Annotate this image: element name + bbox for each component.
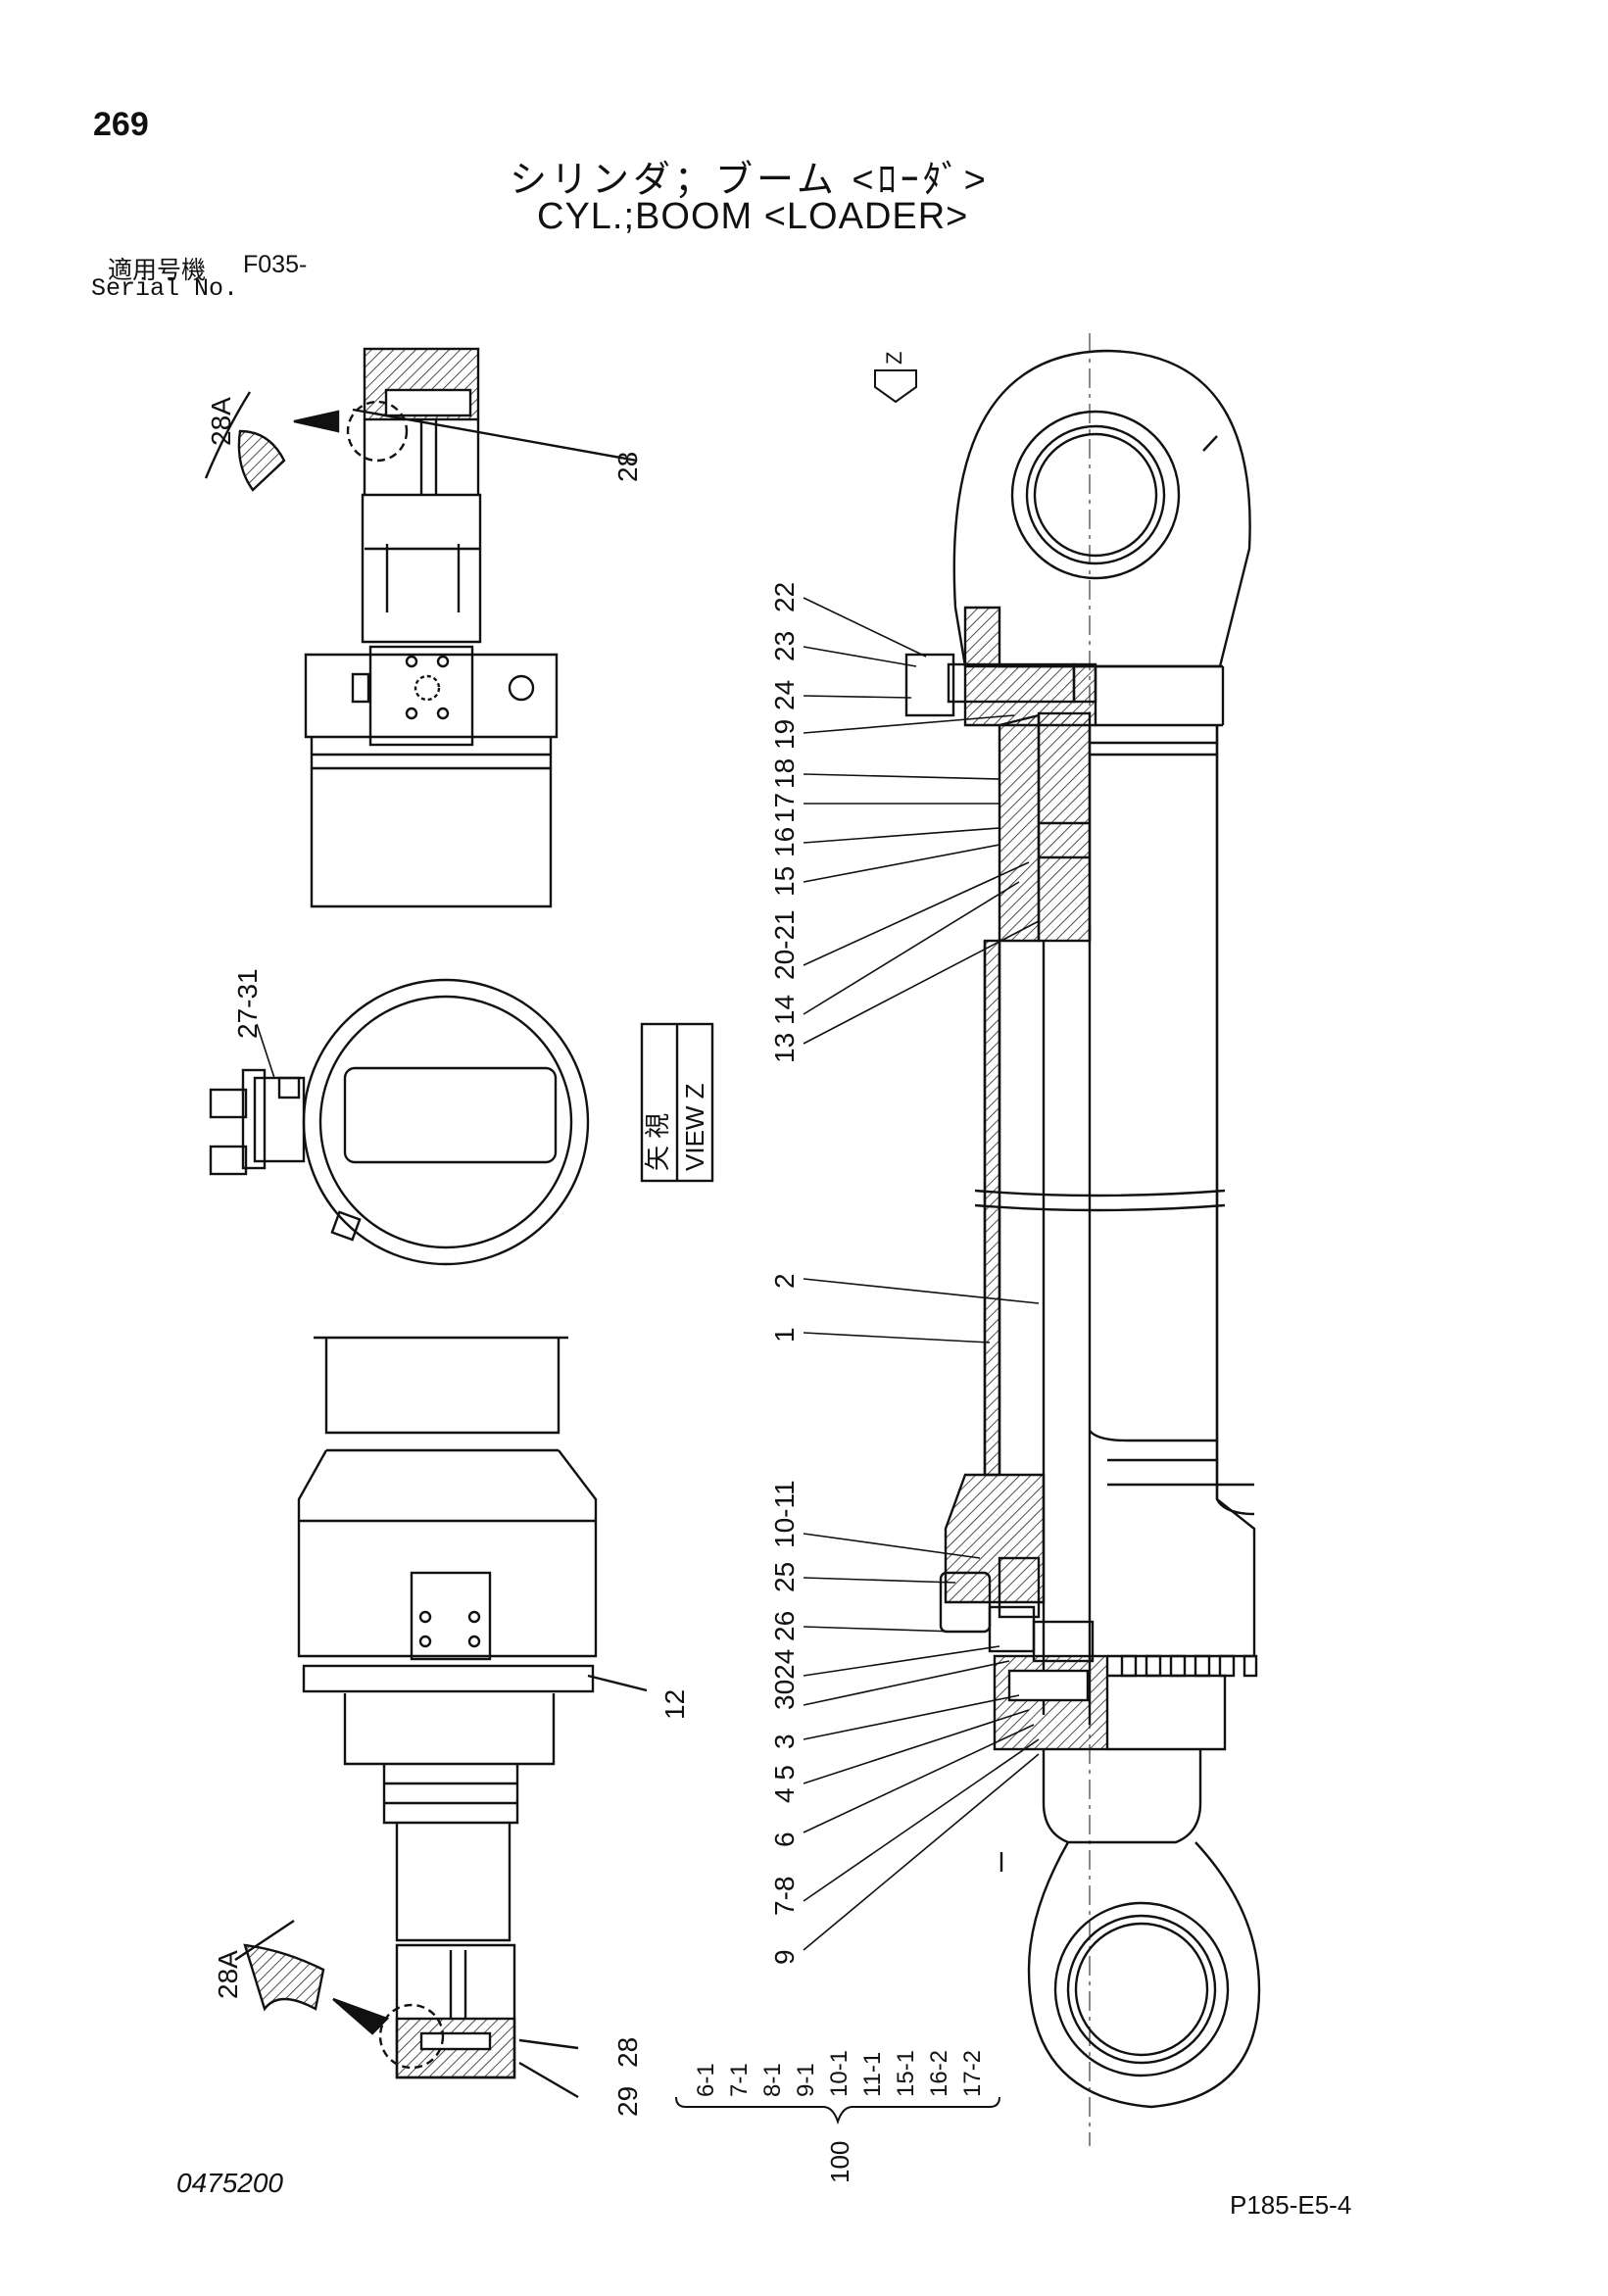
callout-12: 12 bbox=[659, 1689, 690, 1720]
callout-9: 9 bbox=[769, 1949, 800, 1965]
leader-lines bbox=[256, 597, 1040, 1951]
callout-18: 18 bbox=[769, 758, 800, 789]
kit-item: 10-1 bbox=[826, 2050, 853, 2097]
view-label-japanese: 矢 視 bbox=[643, 1113, 672, 1171]
callout-1: 1 bbox=[769, 1327, 800, 1343]
drawing-number: 0475200 bbox=[176, 2168, 284, 2198]
callout-24: 24 bbox=[769, 680, 800, 710]
callout-4-5: 4 5 bbox=[769, 1765, 800, 1803]
callout-3: 3 bbox=[769, 1734, 800, 1749]
callout-2: 2 bbox=[769, 1273, 800, 1289]
kit-item: 7-1 bbox=[726, 2063, 753, 2097]
page-title-japanese: シリンダ；ブーム <ﾛｰﾀﾞ> bbox=[510, 160, 990, 201]
callout-labels: 28A 28 27-31 12 28A 28 29 22 23 24 19 18… bbox=[206, 352, 986, 2183]
serial-label-english: Serial No. bbox=[91, 274, 239, 303]
page-title-english: CYL.;BOOM <LOADER> bbox=[537, 196, 969, 237]
left-bottom-cylinder-section bbox=[234, 1336, 648, 2099]
bottom-teeth bbox=[1120, 1654, 1258, 1678]
callout-28a-bottom: 28A bbox=[213, 1950, 243, 1999]
callout-15: 15 bbox=[769, 866, 800, 897]
callout-29-bottom: 29 bbox=[612, 2086, 643, 2117]
callout-10-11: 10-11 bbox=[769, 1480, 800, 1548]
kit-number: 100 bbox=[825, 2141, 854, 2183]
left-top-rod-eye-section bbox=[204, 347, 638, 908]
callout-13-14: 13 14 bbox=[769, 995, 800, 1063]
kit-item: 15-1 bbox=[893, 2050, 919, 2097]
callout-28-top: 28 bbox=[612, 452, 643, 482]
callout-20-21: 20-21 bbox=[769, 909, 800, 980]
callout-22: 22 bbox=[769, 582, 800, 612]
page-number: 269 bbox=[93, 106, 149, 143]
callout-19: 19 bbox=[769, 719, 800, 750]
main-cylinder-section bbox=[874, 333, 1261, 2146]
kit-item: 8-1 bbox=[759, 2063, 786, 2097]
serial-value: F035- bbox=[243, 251, 308, 278]
callout-23: 23 bbox=[769, 631, 800, 661]
callout-28-bottom: 28 bbox=[612, 2037, 643, 2068]
kit-item: 17-2 bbox=[959, 2050, 986, 2097]
callout-28a-top: 28A bbox=[206, 397, 236, 446]
callout-7-8: 7-8 bbox=[769, 1877, 800, 1916]
callout-25: 25 bbox=[769, 1562, 800, 1592]
view-arrow-label: Z bbox=[882, 352, 906, 365]
callout-26: 26 bbox=[769, 1611, 800, 1641]
serial-label-japanese: 適用号機 bbox=[108, 257, 207, 284]
view-label-english: VIEW Z bbox=[680, 1083, 709, 1171]
kit-item: 16-2 bbox=[926, 2050, 952, 2097]
page-code: P185-E5-4 bbox=[1230, 2190, 1352, 2220]
kit-item: 9-1 bbox=[793, 2063, 819, 2097]
callout-27-31: 27-31 bbox=[232, 968, 263, 1039]
callout-6: 6 bbox=[769, 1832, 800, 1847]
callout-3024: 3024 bbox=[769, 1649, 800, 1710]
callout-16: 16 bbox=[769, 827, 800, 857]
view-z-end-view bbox=[209, 978, 714, 1266]
callout-17: 17 bbox=[769, 793, 800, 823]
kit-item: 11-1 bbox=[859, 2052, 886, 2097]
kit-item: 6-1 bbox=[693, 2063, 719, 2097]
